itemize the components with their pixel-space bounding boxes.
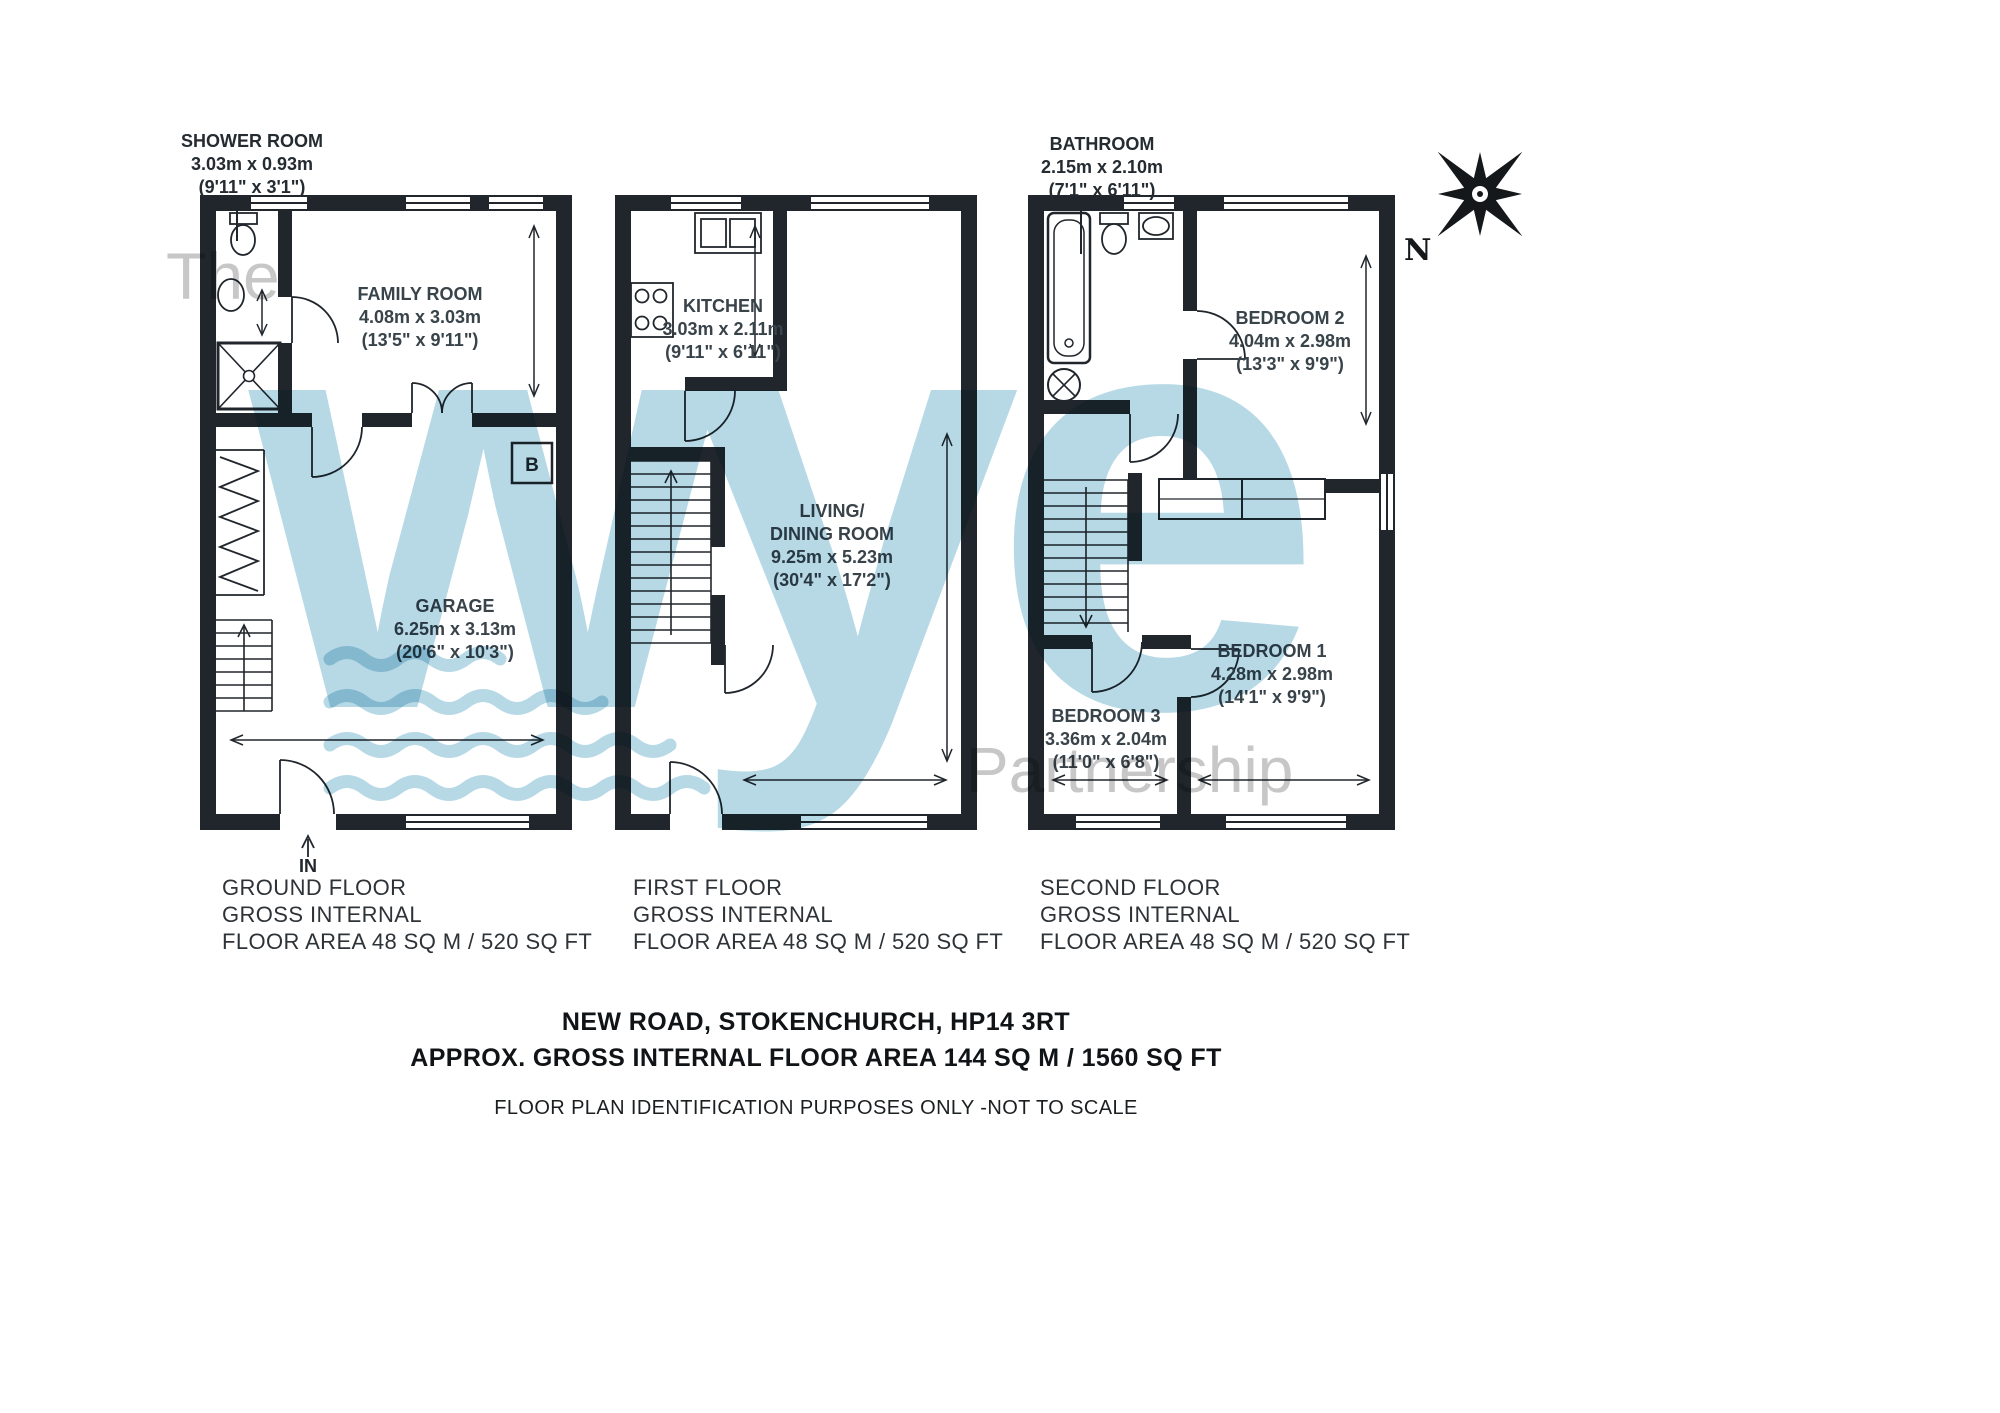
entrance-arrow-icon [301,833,315,857]
room-name: LIVING/ [799,501,865,521]
footer: NEW ROAD, STOKENCHURCH, HP14 3RT APPROX.… [0,1008,1632,1120]
bath-icon [1046,211,1092,365]
callout-shower-room: SHOWER ROOM 3.03m x 0.93m (9'11" x 3'1") [181,130,323,199]
entrance-in-label: IN [299,856,317,876]
room-label-bedroom-1: BEDROOM 1 4.28m x 2.98m (14'1" x 9'9") [1211,640,1333,709]
second-floor-caption: SECOND FLOOR GROSS INTERNAL FLOOR AREA 4… [1040,874,1410,955]
window-icons [1074,195,1395,830]
room-size-imperial: (14'1" x 9'9") [1218,687,1326,707]
folding-partition-icon [216,449,265,596]
room-label-bedroom-3: BEDROOM 3 3.36m x 2.04m (11'0" x 6'8") [1045,705,1167,774]
window-icons [669,195,931,830]
compass-north-label: N [1404,233,1431,268]
dimension-arrow-icons [1051,254,1372,786]
room-name: BEDROOM 2 [1235,308,1345,328]
room-size-metric: 3.36m x 2.04m [1044,729,1168,749]
room-size-imperial: (9'11" x 3'1") [198,177,306,197]
room-label-kitchen: KITCHEN 3.03m x 2.11m (9'11" x 6'11") [662,295,783,364]
property-address: NEW ROAD, STOKENCHURCH, HP14 3RT [561,1008,1071,1036]
room-name: SHOWER ROOM [181,131,323,151]
caption-line: SECOND FLOOR [1040,875,1221,900]
stairs-icon [1044,479,1129,632]
room-label-living-dining: LIVING/ DINING ROOM 9.25m x 5.23m (30'4"… [770,500,894,592]
room-size-metric: 9.25m x 5.23m [770,547,894,567]
room-size-imperial: (13'3" x 9'9") [1236,354,1344,374]
room-name: KITCHEN [682,296,763,316]
room-label-family-room: FAMILY ROOM 4.08m x 3.03m (13'5" x 9'11"… [357,283,482,352]
caption-line: GROSS INTERNAL [222,902,422,927]
room-size-imperial: (9'11" x 6'11") [665,342,781,362]
shower-icon [216,341,282,411]
room-label-bedroom-2: BEDROOM 2 4.04m x 2.98m (13'3" x 9'9") [1229,307,1351,376]
room-size-imperial: (30'4" x 17'2") [773,570,891,590]
caption-line: FLOOR AREA 48 SQ M / 520 SQ FT [222,929,593,954]
entrance-opening [280,814,336,830]
first-floor-drawing [615,195,977,830]
caption-line: FLOOR AREA 48 SQ M / 520 SQ FT [1040,929,1411,954]
room-size-metric: 4.28m x 2.98m [1210,664,1334,684]
room-label-garage: GARAGE 6.25m x 3.13m (20'6" x 10'3") [394,595,516,664]
compass-rose: N [1404,151,1523,268]
room-size-imperial: (7'1" x 6'11") [1048,180,1156,200]
disclaimer: FLOOR PLAN IDENTIFICATION PURPOSES ONLY … [494,1097,1138,1119]
caption-line: GROSS INTERNAL [1040,902,1240,927]
room-size-metric: 3.03m x 0.93m [190,154,314,174]
boiler-cupboard: B [510,441,554,485]
wardrobe-icon [1158,478,1326,520]
caption-line: GROSS INTERNAL [633,902,833,927]
compass-star-icon [1437,151,1523,237]
ground-floor-plan: B FAMILY ROOM 4.08m x 3.03m (13'5" x 9'1… [200,195,572,895]
door-swing-icons [1091,310,1246,698]
window-icons [249,195,545,830]
room-name: FAMILY ROOM [357,284,483,304]
stairs-icon [631,460,712,644]
room-name: GARAGE [415,596,495,616]
first-floor-caption: FIRST FLOOR GROSS INTERNAL FLOOR AREA 48… [633,874,1003,955]
toilet-icon [1099,212,1129,255]
caption-line: GROUND FLOOR [222,875,407,900]
second-floor-plan: BEDROOM 2 4.04m x 2.98m (13'3" x 9'9") B… [1028,195,1395,830]
room-size-metric: 4.08m x 3.03m [358,307,482,327]
room-size-imperial: (20'6" x 10'3") [396,642,514,662]
hob-icon [630,282,674,338]
room-size-metric: 2.15m x 2.10m [1040,157,1164,177]
dimension-arrow-icons [742,224,953,786]
stairs-icon [216,619,273,712]
door-opening [670,814,722,830]
second-floor-drawing [1028,195,1395,830]
ground-floor-drawing: B [200,195,572,857]
room-size-metric: 6.25m x 3.13m [393,619,517,639]
room-name: DINING ROOM [770,524,894,544]
room-name: BEDROOM 1 [1217,641,1327,661]
basin-icon [217,278,245,312]
toilet-icon [229,212,258,256]
room-size-imperial: (11'0" x 6'8") [1052,752,1160,772]
boiler-label: B [525,455,539,476]
shower-room-leader-line [236,199,238,241]
room-size-metric: 4.04m x 2.98m [1228,331,1352,351]
first-floor-plan: KITCHEN 3.03m x 2.11m (9'11" x 6'11") LI… [615,195,977,830]
door-swing-icons [279,296,473,815]
gross-internal-area: APPROX. GROSS INTERNAL FLOOR AREA 144 SQ… [410,1044,1222,1072]
room-name: BATHROOM [1049,134,1155,154]
basin-icon [1138,212,1174,240]
extractor-icon [1047,368,1081,402]
room-name: BEDROOM 3 [1051,706,1161,726]
kitchen-sink-icon [694,212,762,254]
room-size-metric: 3.03m x 2.11m [662,319,784,339]
caption-line: FIRST FLOOR [633,875,783,900]
caption-line: FLOOR AREA 48 SQ M / 520 SQ FT [633,929,1004,954]
callout-bathroom: BATHROOM 2.15m x 2.10m (7'1" x 6'11") [1041,133,1163,202]
room-size-imperial: (13'5" x 9'11") [361,330,479,350]
bathroom-leader-line [1080,202,1082,254]
ground-floor-caption: GROUND FLOOR GROSS INTERNAL FLOOR AREA 4… [222,874,592,955]
